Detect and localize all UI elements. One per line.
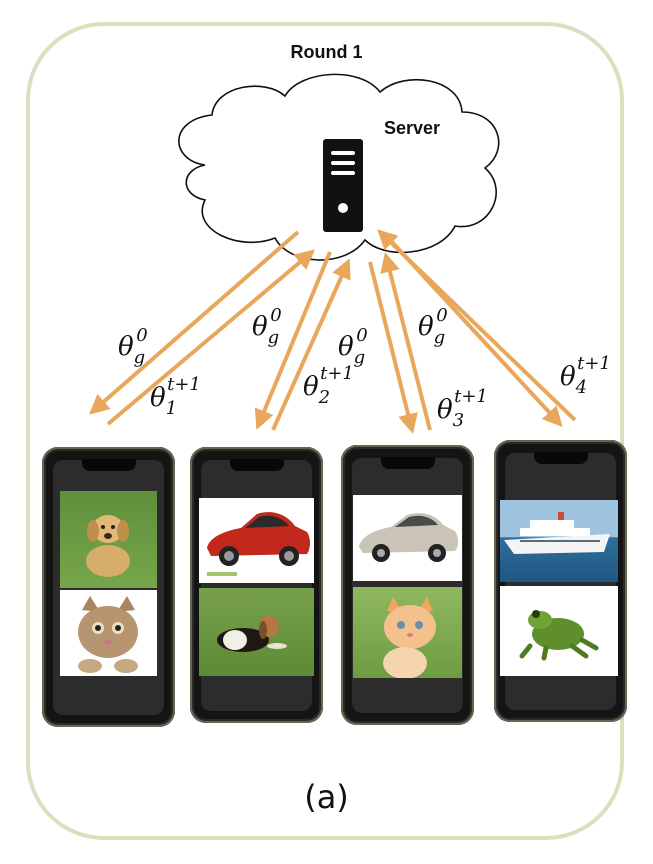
client-phone-2 [190,447,323,723]
client-param-label-4: θ4t+1 [560,353,611,398]
frog-photo [500,586,618,676]
global-param-label-1: θg0 [118,325,148,368]
client-phone-1 [42,447,175,727]
figure-caption: (a) [304,778,349,816]
phone-notch [229,459,284,471]
client-param-label-1: θ1t+1 [150,374,201,419]
car-photo [353,495,462,581]
phone-notch [81,459,136,471]
arrow-down-2 [254,251,332,430]
arrow-up-1 [106,249,316,426]
global-param-label-4: θg0 [418,305,448,348]
client-phone-3 [341,445,474,725]
arrow-down-1 [88,230,300,415]
round-title: Round 1 [290,42,363,62]
arrow-up-3 [380,252,432,431]
diagram-frame [26,22,624,840]
global-param-label-2: θg0 [252,305,282,348]
cat-photo [353,587,462,678]
global-param-label-3: θg0 [338,325,368,368]
client-param-label-2: θ2t+1 [303,363,354,408]
arrow-down-3 [368,261,418,434]
phone-notch [533,452,588,464]
phone-notch [380,457,435,469]
dog-photo [60,491,157,588]
client-param-label-3: θ3t+1 [437,386,488,431]
server-label: Server [384,118,441,138]
arrow-up-4 [377,229,577,422]
arrow-up-2 [271,258,351,431]
dog-photo [199,588,314,676]
client-phone-4 [494,440,627,722]
arrow-group [88,229,577,434]
server-icon [323,139,363,232]
car-photo [199,498,314,583]
ship-photo [500,500,618,582]
cat-photo [60,590,157,676]
